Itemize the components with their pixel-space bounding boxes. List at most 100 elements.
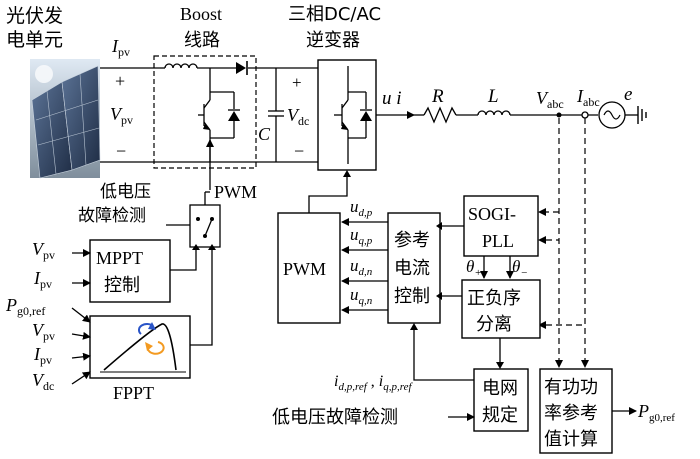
boost-pwm-label: PWM	[214, 182, 257, 202]
grid-code-line1: 电网	[482, 378, 518, 399]
svg-text:θ+: θ+	[466, 257, 482, 279]
theta-plus-signal: θ+	[466, 256, 488, 279]
vabc-label: Vabc	[536, 88, 564, 111]
iabc-to-sequence-arrowhead	[538, 321, 546, 329]
inverter-label-line2: 逆变器	[306, 30, 360, 51]
pv-label-line1: 光伏发	[6, 5, 63, 27]
ref-output-label: id,p,ref , iq,p,ref	[334, 373, 413, 393]
mppt-input-ipv: Ipv	[33, 268, 91, 291]
inverter-switch	[334, 66, 372, 164]
sequence-separation-box	[461, 279, 541, 339]
mppt-to-switch	[170, 249, 197, 271]
pg0-output-label: Pg0,ref	[637, 401, 675, 424]
fppt-input-vdc: Vdc	[32, 370, 91, 393]
pv-wires	[100, 67, 318, 163]
pwm-to-inverter-arrowhead	[343, 170, 351, 177]
inductor-label: L	[487, 86, 499, 107]
boost-switch	[198, 68, 240, 162]
svg-text:Vpv: Vpv	[32, 320, 55, 343]
ref-current-line3: 控制	[394, 286, 430, 307]
svg-text:ud,n: ud,n	[350, 256, 373, 278]
pwm-to-inverter	[308, 176, 348, 213]
boost-label-line2: 线路	[184, 30, 220, 51]
svg-text:Vdc: Vdc	[32, 370, 54, 393]
svg-text:id,p,ref , iq,p,ref: id,p,ref , iq,p,ref	[334, 373, 413, 393]
capacitor-label: C	[258, 124, 271, 144]
selector-switch	[189, 191, 221, 248]
seq-sep-line1: 正负序	[467, 288, 521, 309]
seq-sep-line2: 分离	[476, 314, 512, 335]
resistor-label: R	[431, 86, 444, 107]
boost-inductor	[160, 63, 318, 69]
inverter-label: 三相DC/AC 逆变器	[288, 4, 381, 51]
mppt-input-vpv: Vpv	[32, 239, 91, 262]
vabc-to-sogi-arrowhead	[538, 208, 546, 216]
fppt-input-pg0ref: Pg0,ref	[5, 295, 91, 323]
active-power-line3: 值计算	[544, 429, 598, 450]
svg-text:uq,p: uq,p	[350, 225, 373, 247]
active-power-line1: 有功功	[544, 377, 598, 398]
sogi-pll-box	[463, 195, 539, 257]
ui-label: u i	[382, 88, 402, 109]
pv-plus-sign: +	[115, 71, 125, 91]
dc-plus-sign: +	[292, 73, 302, 92]
sogi-label-line1: SOGI-	[468, 204, 516, 224]
ipv-label: Ipv	[111, 36, 130, 59]
signal-ud-n: ud,n	[341, 256, 388, 285]
svg-text:Vdc: Vdc	[287, 105, 309, 128]
svg-text:Ipv: Ipv	[33, 344, 52, 367]
inverter-pwm-box	[277, 212, 341, 324]
mppt-box	[89, 239, 171, 303]
boost-label-line1: Boost	[180, 4, 222, 24]
inverter-pwm-label: PWM	[283, 259, 326, 279]
pv-label-line2: 电单元	[6, 29, 63, 51]
fppt-pv-curve	[100, 322, 186, 373]
boost-dashed-box	[153, 55, 257, 169]
svg-text:Vpv: Vpv	[110, 104, 133, 127]
lvd-top-label: 低电压 故障检测	[78, 182, 151, 226]
grid-code-line2: 规定	[482, 405, 518, 426]
dc-minus-sign: −	[294, 141, 304, 161]
seq-to-gridcode-arrowhead	[496, 362, 504, 369]
iabc-label: Iabc	[576, 86, 600, 109]
mppt-label-line2: 控制	[104, 275, 140, 296]
theta-minus-signal: θ−	[506, 256, 528, 279]
active-power-ref-box	[539, 368, 613, 454]
svg-text:Vabc: Vabc	[536, 88, 564, 111]
signal-uq-p: uq,p	[341, 225, 388, 254]
boost-switch-arrow	[203, 124, 210, 130]
fppt-label: FPPT	[113, 383, 154, 403]
inverter-diode	[360, 111, 372, 121]
fppt-to-switch	[190, 249, 213, 346]
mppt-to-switch-arrowhead	[192, 244, 200, 250]
lvd-top-line2: 故障检测	[78, 206, 146, 226]
svg-text:Pg0,ref: Pg0,ref	[637, 401, 675, 424]
svg-text:θ−: θ−	[512, 257, 528, 279]
vabc-to-sequence-arrowhead	[538, 236, 546, 244]
gridcode-to-refcurrent	[413, 330, 474, 381]
svg-text:ud,p: ud,p	[350, 197, 373, 219]
inverter-switch-arrow	[341, 124, 348, 130]
grid-e-label: e	[624, 84, 632, 105]
svg-text:uq,n: uq,n	[350, 285, 373, 307]
boost-diode	[236, 61, 248, 75]
sogi-to-refcurrent-arrowhead	[436, 222, 442, 230]
svg-text:Vpv: Vpv	[32, 239, 55, 262]
signal-uq-n: uq,n	[341, 285, 388, 314]
gridcode-to-refcurrent-arrowhead	[410, 323, 418, 330]
vpv-label: Vpv	[110, 104, 133, 127]
boost-freewheel-diode	[228, 111, 240, 121]
grid-code-box	[473, 368, 529, 432]
svg-text:Ipv: Ipv	[111, 36, 130, 59]
boost-label: Boost 线路	[180, 4, 222, 51]
signal-ud-p: ud,p	[341, 197, 388, 226]
active-power-line2: 率参考	[544, 403, 598, 424]
inductor-l	[477, 110, 598, 116]
sogi-label-line2: PLL	[482, 231, 514, 251]
current-measure-node	[581, 111, 589, 119]
iabc-to-power-arrowhead	[581, 360, 589, 368]
resistor-r	[414, 106, 478, 124]
svg-text:Pg0,ref: Pg0,ref	[5, 295, 45, 318]
